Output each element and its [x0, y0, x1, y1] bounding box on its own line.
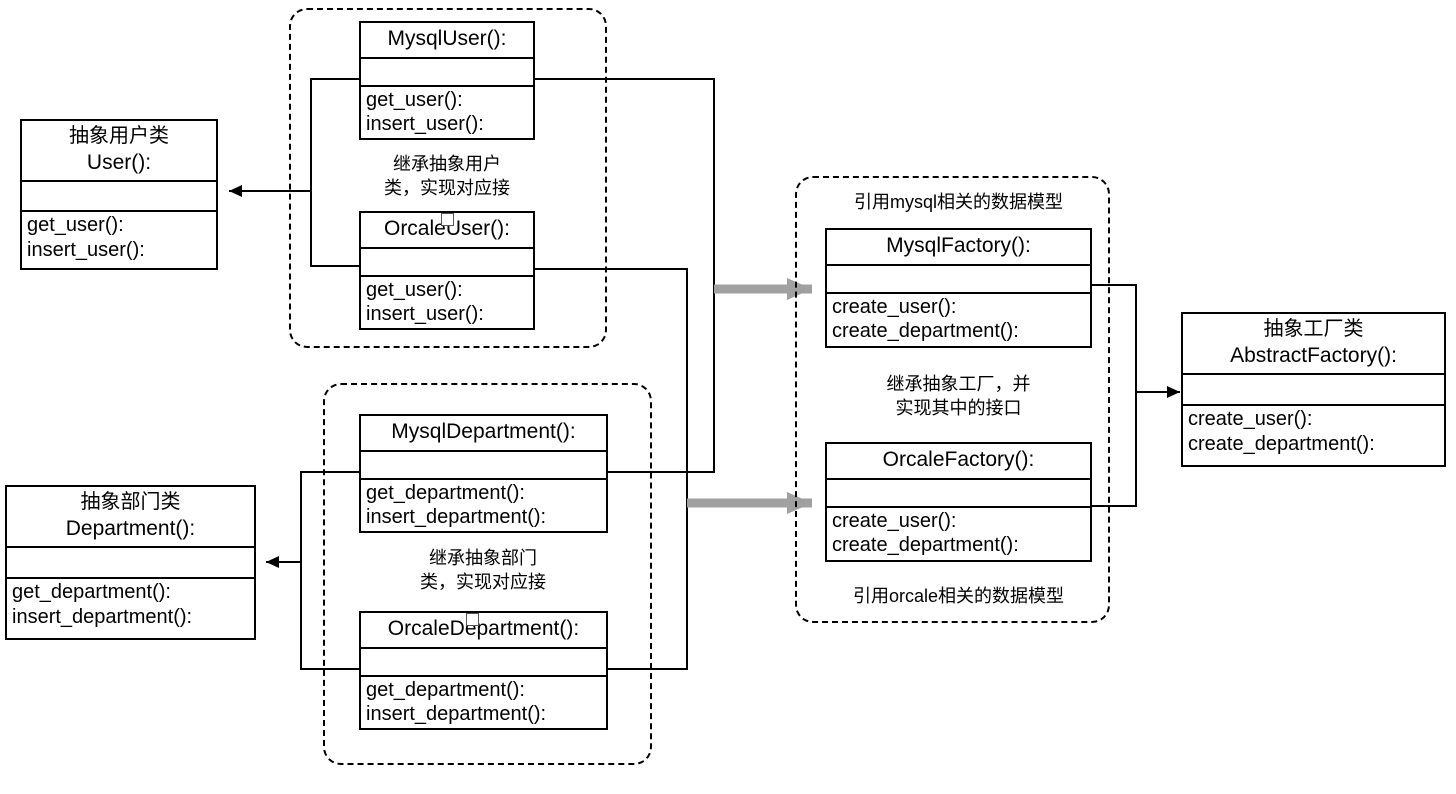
class-ops-mysql-department: get_department(): insert_department(): — [361, 480, 606, 533]
operation-item: get_user(): — [27, 214, 124, 237]
class-name-mysql-user: MysqlUser(): — [387, 27, 507, 50]
class-name-orcale-department: OrcaleDepartment(): — [387, 617, 580, 640]
class-title-mysql-user: MysqlUser(): — [361, 23, 533, 59]
class-title-user: 抽象用户类 User(): — [22, 121, 216, 183]
operation-item: get_user(): — [366, 88, 463, 111]
class-name-user: User(): — [86, 150, 152, 174]
class-ops-department: get_department(): insert_department(): — [7, 579, 254, 632]
text-caret-artifact-department — [466, 613, 479, 626]
class-box-abstract-factory[interactable]: 抽象工厂类 AbstractFactory(): create_user(): … — [1181, 312, 1446, 467]
class-box-mysql-department[interactable]: MysqlDepartment(): get_department(): ins… — [359, 414, 608, 533]
operation-item: create_department(): — [832, 320, 1019, 343]
note-line: 继承抽象工厂，并 — [886, 374, 1031, 394]
operation-item: insert_user(): — [27, 238, 145, 261]
class-box-mysql-factory[interactable]: MysqlFactory(): create_user(): create_de… — [825, 228, 1092, 348]
class-name-mysql-department: MysqlDepartment(): — [391, 420, 576, 443]
operation-item: create_department(): — [1188, 432, 1375, 455]
operation-item: get_user(): — [366, 278, 463, 301]
class-ops-orcale-factory: create_user(): create_department(): — [827, 508, 1090, 561]
operation-item: insert_department(): — [12, 605, 193, 628]
operation-item: get_department(): — [366, 678, 525, 701]
class-title-mysql-department: MysqlDepartment(): — [361, 416, 606, 452]
class-attrs-orcale-factory — [827, 480, 1090, 508]
operation-item: get_department(): — [12, 581, 171, 604]
note-factory-bottom: 引用orcale相关的数据模型 — [825, 584, 1092, 608]
class-attrs-mysql-user — [361, 59, 533, 87]
class-ops-orcale-user: get_user(): insert_user(): — [361, 277, 533, 330]
text-caret-artifact-user — [441, 213, 454, 226]
class-stereotype-department: 抽象部门类 — [80, 491, 181, 513]
class-title-orcale-factory: OrcaleFactory(): — [827, 444, 1090, 480]
operation-item: insert_user(): — [366, 113, 484, 136]
note-line: 类，实现对应接 — [384, 178, 510, 199]
class-stereotype-user: 抽象用户类 — [69, 125, 169, 147]
operation-item: create_user(): — [1188, 408, 1313, 431]
operation-item: create_department(): — [832, 534, 1019, 557]
class-ops-orcale-department: get_department(): insert_department(): — [361, 677, 606, 730]
class-name-mysql-factory: MysqlFactory(): — [886, 234, 1031, 257]
class-box-department[interactable]: 抽象部门类 Department(): get_department(): in… — [5, 485, 256, 640]
operation-item: get_department(): — [366, 481, 525, 504]
class-title-orcale-department: OrcaleDepartment(): — [361, 613, 606, 649]
class-name-orcale-user: OrcaleUser(): — [383, 217, 510, 240]
note-line: 实现其中的接口 — [895, 398, 1022, 419]
class-box-orcale-department[interactable]: OrcaleDepartment(): get_department(): in… — [359, 611, 608, 730]
note-factory-top: 引用mysql相关的数据模型 — [825, 190, 1092, 214]
operation-item: create_user(): — [832, 509, 957, 532]
operation-item: insert_department(): — [366, 506, 547, 529]
class-ops-mysql-factory: create_user(): create_department(): — [827, 294, 1090, 347]
class-box-orcale-user[interactable]: OrcaleUser(): get_user(): insert_user(): — [359, 211, 535, 330]
operation-item: insert_department(): — [366, 703, 547, 726]
operation-item: create_user(): — [832, 295, 957, 318]
class-ops-user: get_user(): insert_user(): — [22, 212, 216, 265]
note-line: 引用mysql相关的数据模型 — [853, 192, 1063, 212]
class-attrs-mysql-department — [361, 452, 606, 480]
note-line: 引用orcale相关的数据模型 — [852, 586, 1065, 606]
class-box-user[interactable]: 抽象用户类 User(): get_user(): insert_user(): — [20, 119, 218, 270]
class-attrs-department — [7, 548, 254, 580]
note-user-group: 继承抽象用户 类，实现对应接 — [359, 152, 535, 201]
note-line: 类，实现对应接 — [420, 572, 546, 593]
class-title-orcale-user: OrcaleUser(): — [361, 213, 533, 249]
class-stereotype-abstract-factory: 抽象工厂类 — [1263, 318, 1364, 340]
class-title-department: 抽象部门类 Department(): — [7, 487, 254, 549]
class-attrs-user — [22, 182, 216, 213]
note-department-group: 继承抽象部门 类，实现对应接 — [395, 546, 571, 595]
class-name-orcale-factory: OrcaleFactory(): — [882, 448, 1035, 471]
class-title-abstract-factory: 抽象工厂类 AbstractFactory(): — [1183, 314, 1444, 376]
class-box-mysql-user[interactable]: MysqlUser(): get_user(): insert_user(): — [359, 21, 535, 140]
class-attrs-orcale-user — [361, 249, 533, 277]
class-title-mysql-factory: MysqlFactory(): — [827, 230, 1090, 266]
note-factory-middle: 继承抽象工厂，并 实现其中的接口 — [825, 372, 1092, 421]
operation-item: insert_user(): — [366, 303, 484, 326]
class-ops-abstract-factory: create_user(): create_department(): — [1183, 406, 1444, 459]
class-name-department: Department(): — [65, 516, 196, 540]
note-line: 继承抽象部门 — [429, 548, 537, 568]
class-attrs-abstract-factory — [1183, 375, 1444, 407]
note-line: 继承抽象用户 — [393, 154, 501, 174]
class-box-orcale-factory[interactable]: OrcaleFactory(): create_user(): create_d… — [825, 442, 1092, 562]
class-name-abstract-factory: AbstractFactory(): — [1230, 343, 1397, 367]
class-attrs-orcale-department — [361, 649, 606, 677]
class-ops-mysql-user: get_user(): insert_user(): — [361, 87, 533, 140]
class-attrs-mysql-factory — [827, 266, 1090, 294]
